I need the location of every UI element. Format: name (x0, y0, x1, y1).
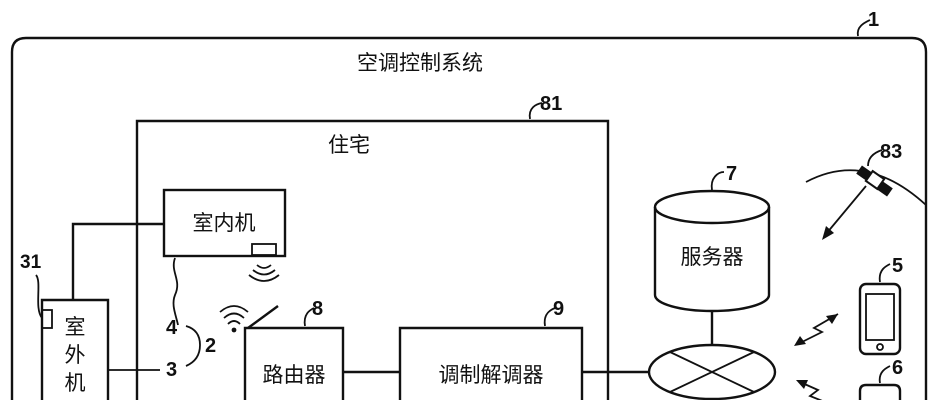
outdoor-unit-label-1: 室 (65, 315, 86, 339)
indoor-unit-wireless-module (251, 243, 277, 256)
smartphone-5-ref-number: 5 (892, 255, 903, 277)
server-ref-leader (710, 171, 725, 191)
wireless-link-phone-6 (796, 380, 823, 400)
smartphone-5-ref-leader (878, 263, 891, 283)
line-2-ref-number: 2 (205, 335, 216, 357)
router-ref-leader (303, 307, 315, 327)
line-2-brace (185, 325, 201, 367)
satellite-icon (856, 165, 893, 197)
router-box (243, 326, 345, 400)
smartphone-5-screen (865, 293, 895, 341)
satellite-ref-leader (867, 149, 883, 167)
satellite-ref-number: 83 (880, 141, 902, 163)
satellite-signal-arrow (825, 185, 867, 235)
outdoor-sensor-leader (35, 274, 43, 319)
modem-ref-leader (543, 307, 556, 327)
router-label: 路由器 (263, 363, 326, 387)
modem-box (398, 326, 584, 400)
server-label: 服务器 (681, 245, 744, 269)
residence-boundary (135, 119, 610, 400)
indoor-unit-label: 室内机 (193, 211, 256, 235)
smartphone-6-ref-leader (878, 365, 891, 384)
system-boundary (10, 36, 928, 400)
indoor-outdoor-wire (71, 222, 164, 300)
residence-ref-number: 81 (540, 93, 562, 115)
system-ref-leader (856, 19, 871, 37)
modem-ref-number: 9 (553, 298, 564, 320)
router-signal-icon (219, 305, 249, 333)
smartphone-6-ref-number: 6 (892, 357, 903, 379)
outdoor-sensor (41, 309, 53, 329)
indoor-unit-signal-icon (248, 264, 280, 282)
outdoor-unit-box (40, 298, 110, 400)
line-3-ref-number: 3 (166, 359, 177, 381)
smartphone-6 (858, 383, 902, 400)
residence-title: 住宅 (328, 133, 370, 157)
modem-label: 调制解调器 (439, 363, 544, 387)
line-4-ref-number: 4 (166, 317, 178, 339)
smartphone-5 (858, 282, 902, 356)
router-antenna (247, 305, 279, 329)
system-ref-number: 1 (868, 9, 879, 31)
outdoor-unit-label-2: 外 (65, 343, 86, 367)
server-cylinder (653, 189, 771, 313)
outdoor-sensor-ref-number: 31 (20, 252, 42, 273)
router-ref-number: 8 (312, 298, 323, 320)
smartphone-5-home-button (876, 343, 884, 351)
outdoor-unit-label-3: 机 (65, 371, 86, 395)
wireless-link-phone-5 (794, 313, 839, 346)
communication-line-4 (172, 257, 179, 326)
residence-ref-leader (528, 102, 543, 120)
network-cross (669, 351, 755, 393)
server-ref-number: 7 (726, 163, 737, 185)
satellite-arrow-head (822, 226, 834, 240)
system-title: 空调控制系统 (357, 51, 483, 75)
